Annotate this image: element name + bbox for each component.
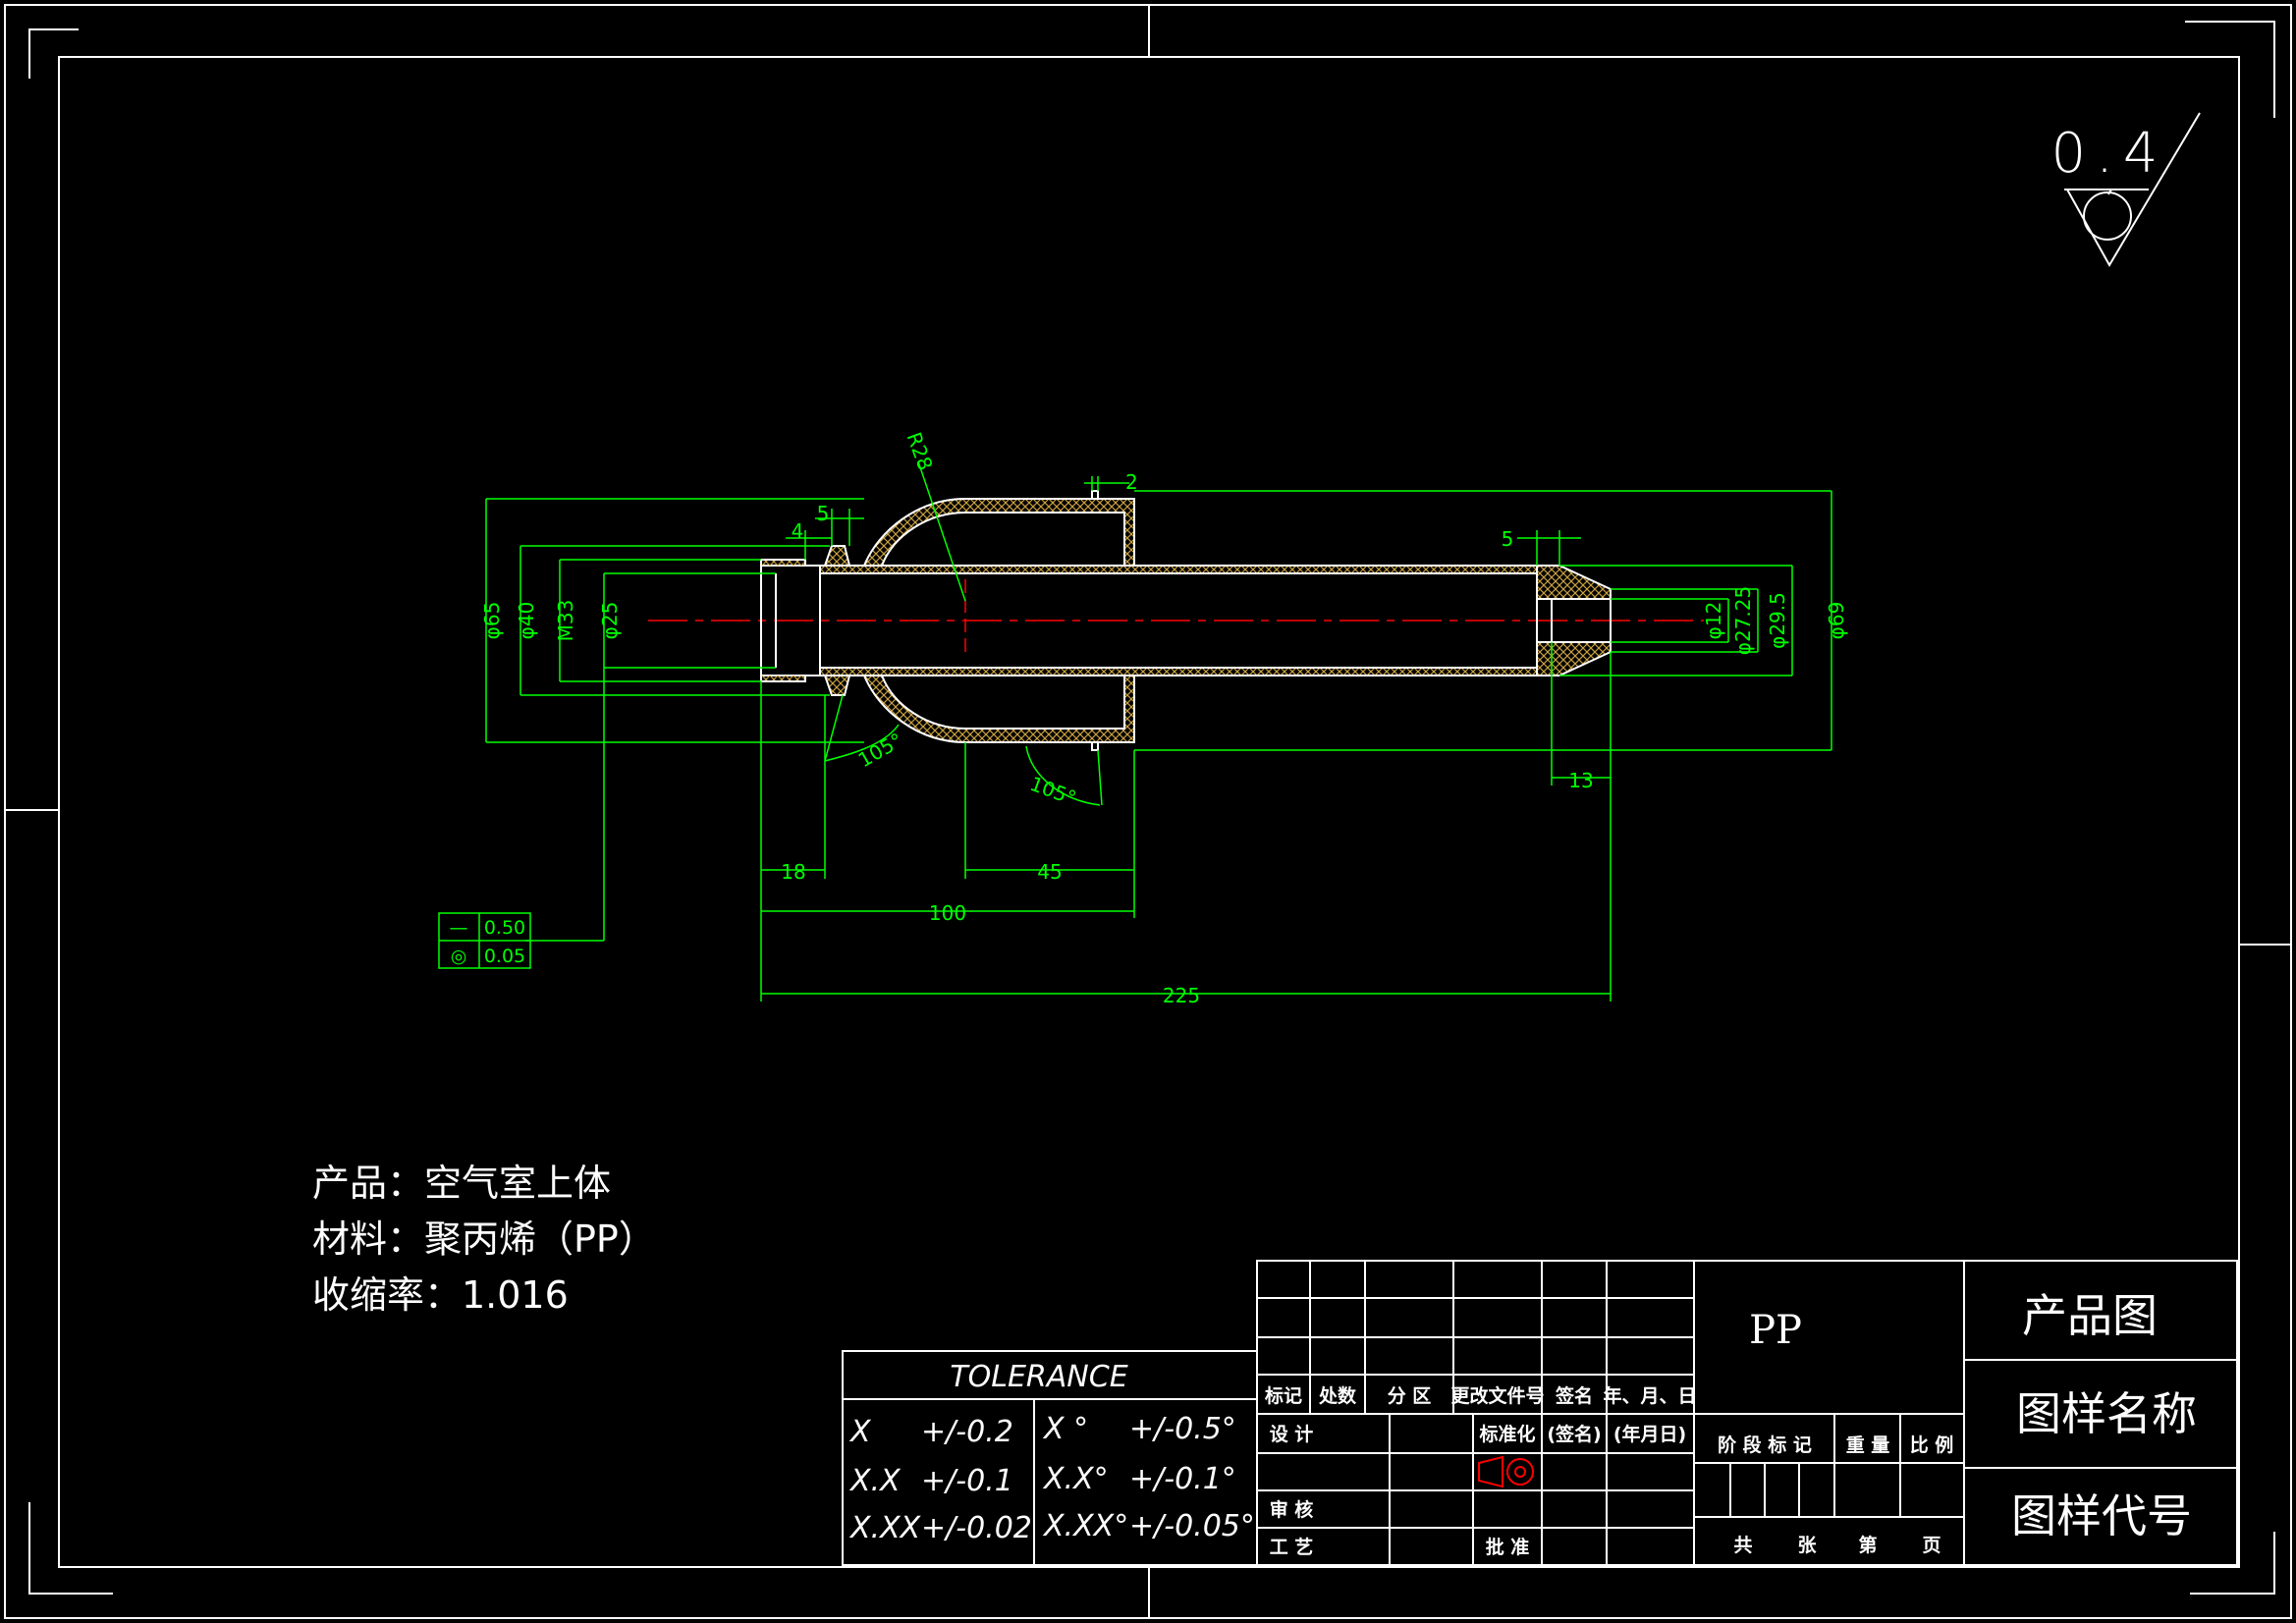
tb-sheet-no: 第 xyxy=(1858,1534,1877,1556)
note-material: 材料：聚丙烯（PP） xyxy=(312,1217,656,1261)
tb-drawing-code: 图样代号 xyxy=(2011,1489,2192,1542)
tb-design: 设 计 xyxy=(1270,1424,1314,1445)
tb-standard: 标准化 xyxy=(1479,1423,1535,1445)
tb-h-date: 年、月、日 xyxy=(1603,1384,1696,1407)
dimension-lines xyxy=(485,460,1832,1001)
tol-afmt-3: X.XX° xyxy=(1042,1509,1128,1543)
concentricity-icon: ◎ xyxy=(451,946,467,967)
tb-sheets: 张 xyxy=(1797,1535,1817,1556)
tb-h-count: 处数 xyxy=(1318,1384,1357,1407)
dim-d65: φ65 xyxy=(480,602,504,640)
tol-fmt-1: X xyxy=(848,1415,872,1449)
tb-stage-mark: 阶 段 标 记 xyxy=(1718,1434,1812,1456)
tol-afmt-1: X ° xyxy=(1042,1412,1088,1446)
tb-h-zone: 分 区 xyxy=(1388,1385,1432,1407)
tb-drawing-name: 图样名称 xyxy=(2016,1387,2197,1440)
dim-angle-left: 105° xyxy=(854,728,907,772)
dim-d25: φ25 xyxy=(598,602,622,640)
dim-225: 225 xyxy=(1163,984,1200,1007)
tb-h-sign: 签名 xyxy=(1555,1384,1593,1407)
dim-13: 13 xyxy=(1568,769,1593,792)
dim-d40: φ40 xyxy=(515,602,538,640)
dim-4: 4 xyxy=(792,519,804,543)
note-product: 产品：空气室上体 xyxy=(312,1162,611,1205)
tol-fmt-2: X.X xyxy=(848,1464,902,1498)
tb-h-docno: 更改文件号 xyxy=(1450,1384,1544,1407)
tol-val-1: +/-0.2 xyxy=(921,1415,1013,1449)
tb-approve: 批 准 xyxy=(1486,1537,1530,1558)
part-section xyxy=(760,490,1612,751)
flatness-icon: — xyxy=(450,917,468,939)
dim-d69: φ69 xyxy=(1825,602,1848,640)
flatness-value: 0.50 xyxy=(484,917,525,939)
tol-aval-1: +/-0.5° xyxy=(1129,1412,1236,1446)
dim-5-right: 5 xyxy=(1502,527,1514,551)
tol-afmt-2: X.X° xyxy=(1042,1462,1109,1496)
dim-angle-right: 105° xyxy=(1027,772,1079,810)
tb-material-code: PP xyxy=(1749,1308,1802,1353)
surface-finish-value: 0.4 xyxy=(2050,122,2167,186)
tb-process: 工 艺 xyxy=(1270,1537,1314,1558)
tb-h-mark: 标记 xyxy=(1265,1385,1302,1407)
note-shrinkage: 收缩率：1.016 xyxy=(312,1273,569,1317)
tolerance-title: TOLERANCE xyxy=(950,1360,1127,1394)
dim-5-left: 5 xyxy=(817,502,830,525)
surface-finish-symbol xyxy=(2064,112,2201,268)
dim-r28: R28 xyxy=(902,429,938,473)
tol-aval-3: +/-0.05° xyxy=(1129,1509,1255,1543)
dim-100: 100 xyxy=(929,901,966,925)
tb-scale: 比 例 xyxy=(1910,1434,1954,1456)
tb-date2: (年月日) xyxy=(1613,1423,1686,1445)
projection-symbol-icon xyxy=(1478,1455,1534,1488)
dim-m33: M33 xyxy=(554,600,577,642)
dim-d29-5: φ29.5 xyxy=(1766,592,1789,649)
tb-page: 页 xyxy=(1922,1535,1941,1556)
tol-fmt-3: X.XX xyxy=(848,1511,922,1545)
concentricity-value: 0.05 xyxy=(484,946,525,967)
tb-review: 审 核 xyxy=(1270,1498,1314,1521)
tol-aval-2: +/-0.1° xyxy=(1129,1462,1236,1496)
dim-d12: φ12 xyxy=(1702,602,1725,640)
dim-2: 2 xyxy=(1125,470,1138,494)
dim-45: 45 xyxy=(1037,860,1062,884)
tol-val-2: +/-0.1 xyxy=(921,1464,1013,1498)
tb-weight: 重 量 xyxy=(1846,1434,1890,1456)
dim-18: 18 xyxy=(781,860,805,884)
feature-control-frame xyxy=(438,912,531,969)
tb-product-drawing: 产品图 xyxy=(2022,1289,2158,1342)
tol-val-3: +/-0.02 xyxy=(921,1511,1032,1545)
dim-d27-25: φ27.25 xyxy=(1731,586,1755,655)
title-block xyxy=(1256,1260,2238,1566)
sheet-frame xyxy=(4,4,2292,1619)
tb-total: 共 xyxy=(1733,1535,1752,1556)
tb-sign2: (签名) xyxy=(1547,1423,1601,1445)
